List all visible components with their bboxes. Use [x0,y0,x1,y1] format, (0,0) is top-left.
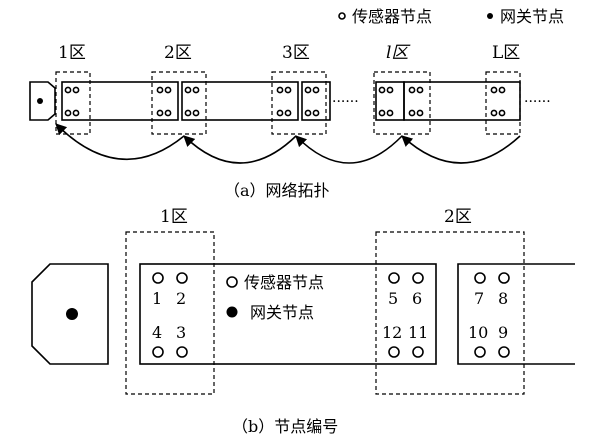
zone-box-3 [271,71,327,135]
zone-box-b-2 [375,231,525,395]
zone-label-3: 3区 [282,43,310,63]
sensor-group-L [490,86,506,117]
zone-box-l [373,71,431,135]
legend-gateway-icon [487,13,493,19]
inner-legend-sensor-label: 传感器节点 [244,273,324,292]
sensor-group-3a [276,86,292,117]
relay-arc-2-to-1 [55,123,185,161]
sensor-group-lb [408,86,424,117]
zone-box-b-1 [125,231,215,395]
sensor-group-la [378,86,394,117]
gateway-node-b-icon [66,308,78,320]
zone-label-2: 2区 [164,43,192,63]
relay-arc-L-to-l [401,135,521,164]
gateway-node-icon [37,98,43,104]
node-label-11: 11 [408,323,428,342]
inner-legend-gateway-icon [226,306,238,318]
zone-box-1 [55,71,91,135]
node-label-10: 10 [468,323,488,342]
zone2-sensors: 5 6 12 11 [382,272,428,358]
zone-label-1: 1区 [58,43,86,63]
legend-sensor-icon [338,12,346,20]
belt-segment-3 [301,81,331,121]
node-label-2: 2 [176,289,186,308]
zone-label-l: l区 [386,43,411,63]
legend-gateway-label: 网关节点 [500,7,564,26]
node-label-9: 9 [498,323,508,342]
sensor-group-2a [156,86,172,117]
topology-diagram: 1区 2区 3区 l区 L区 ······ ······ [29,43,551,200]
belt-b-main [139,263,437,365]
node-label-12: 12 [382,323,402,342]
gateway-block [29,81,56,121]
ellipsis-1: ······ [332,94,359,110]
gateway-block-b [31,263,109,365]
node-label-7: 7 [474,289,484,308]
node-label-5: 5 [388,289,398,308]
legend-sensor-label: 传感器节点 [352,7,432,26]
sensor-group-2b [184,86,200,117]
sensor-group-3b [304,86,320,117]
node-label-6: 6 [412,289,422,308]
node-label-8: 8 [498,289,508,308]
belt-segment-1 [61,81,179,121]
inner-legend: 传感器节点 网关节点 [226,273,324,322]
caption-b: （b）节点编号 [232,417,338,436]
zone-label-b-1: 1区 [160,207,188,227]
belt-b-right [457,263,575,365]
zone-box-L [485,71,521,135]
belt-segment-2 [181,81,299,121]
node-label-4: 4 [152,323,162,342]
zone-box-2 [151,71,207,135]
inner-legend-gateway-label: 网关节点 [250,303,314,322]
numbering-diagram: 1区 2区 1 2 4 3 传感器节点 网关节点 [31,207,575,436]
relay-arc-l-to-3 [295,135,403,164]
top-legend: 传感器节点 网关节点 [338,7,564,26]
zone1-sensors: 1 2 4 3 [152,272,188,358]
inner-legend-sensor-icon [226,276,238,288]
sensor-group-1 [64,86,80,117]
ellipsis-2: ······ [524,94,551,110]
node-label-1: 1 [152,289,162,308]
zone-label-b-2: 2区 [444,207,472,227]
zone-label-L: L区 [492,43,520,63]
relay-arc-3-to-2 [183,135,297,164]
caption-a: （a）网络拓扑 [224,181,330,200]
node-label-3: 3 [176,323,186,342]
right-sensors: 7 8 10 9 [468,272,510,358]
